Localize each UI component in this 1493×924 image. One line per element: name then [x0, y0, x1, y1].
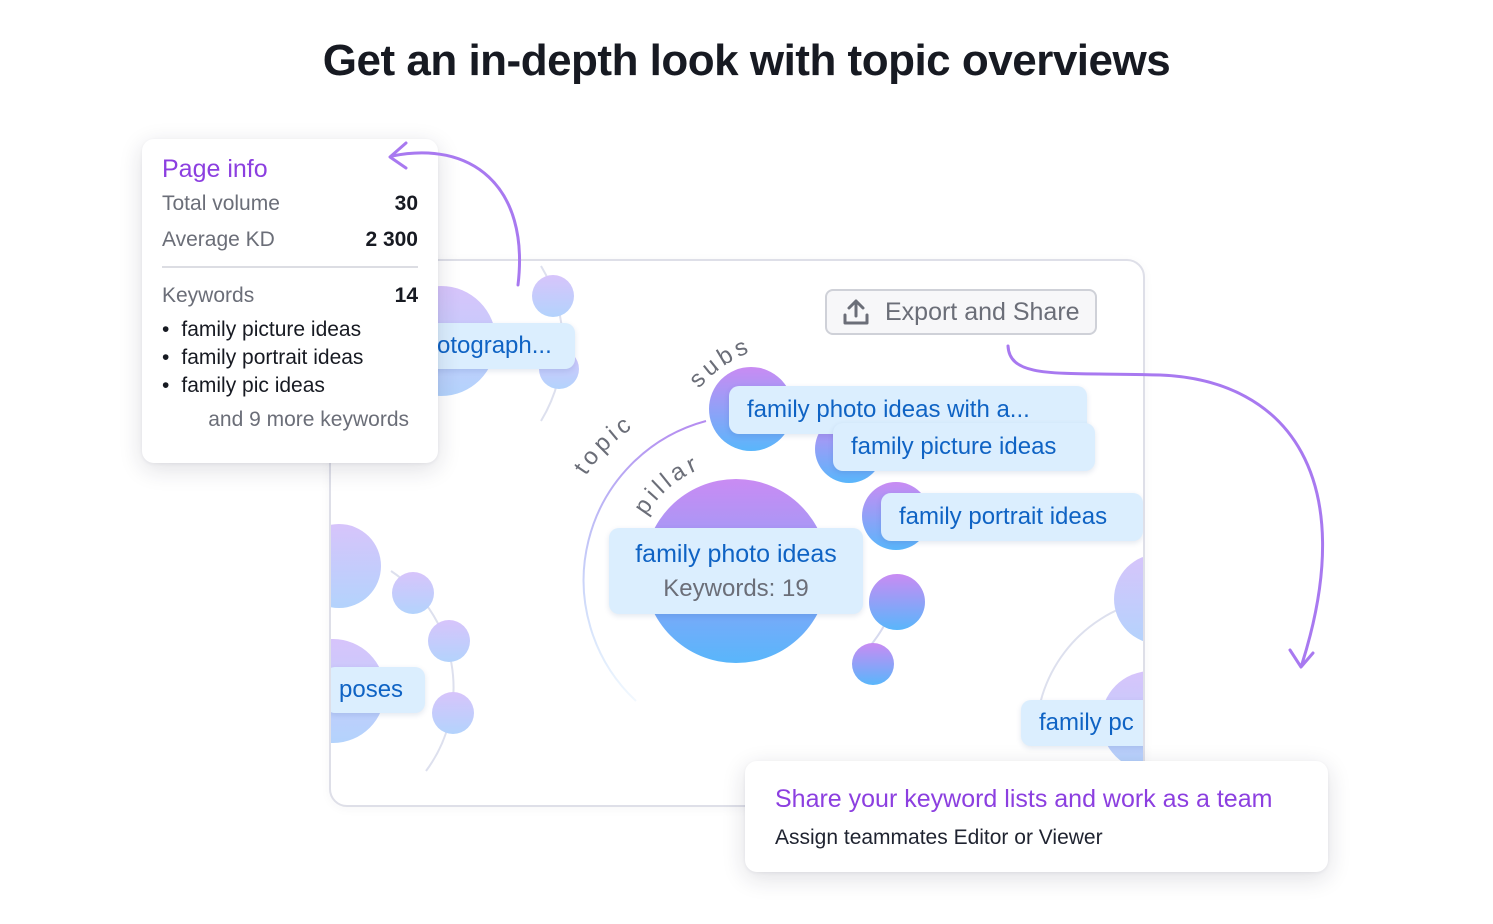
arrowhead-icon: [1288, 648, 1315, 669]
average-kd-row: Average KD 2 300: [162, 228, 418, 252]
share-subtitle: Assign teammates Editor or Viewer: [775, 826, 1103, 849]
share-card: Share your keyword lists and work as a t…: [745, 761, 1328, 872]
list-item: family pic ideas: [162, 372, 418, 400]
pillar-keyword-count: Keywords: 19: [663, 575, 809, 602]
pillar-title: family photo ideas: [635, 540, 837, 568]
subtopic-bubble[interactable]: [852, 643, 894, 685]
page-info-title: Page info: [162, 155, 268, 183]
upload-icon: [843, 299, 869, 325]
total-volume-label: Total volume: [162, 192, 280, 215]
cluster-bubble[interactable]: [532, 275, 574, 317]
keywords-label: Keywords: [162, 284, 255, 307]
subtopic-bubble[interactable]: [869, 574, 925, 630]
node-label-poses[interactable]: poses: [331, 667, 425, 713]
export-button-label: Export and Share: [885, 297, 1080, 326]
page-info-card: Page info Total volume 30 Average KD 2 3…: [142, 139, 438, 463]
keywords-row: Keywords 14: [162, 284, 418, 308]
topic-ring: [582, 420, 707, 702]
list-item: family portrait ideas: [162, 344, 418, 372]
keywords-count: 14: [394, 284, 418, 307]
cluster-bubble[interactable]: [428, 620, 470, 662]
total-volume-value: 30: [394, 192, 418, 215]
pillar-label[interactable]: family photo ideas Keywords: 19: [609, 528, 863, 614]
more-keywords-link[interactable]: and 9 more keywords: [208, 408, 409, 431]
node-label-photograph[interactable]: otograph...: [419, 323, 575, 369]
keyword-list: family picture ideas family portrait ide…: [162, 316, 418, 400]
node-label-portrait-ideas[interactable]: family portrait ideas: [881, 493, 1143, 541]
cluster-bubble[interactable]: [432, 692, 474, 734]
page-headline: Get an in-depth look with topic overview…: [322, 36, 1171, 85]
divider: [162, 266, 418, 268]
cluster-bubble[interactable]: [392, 572, 434, 614]
cluster-bubble[interactable]: [331, 524, 381, 608]
share-title: Share your keyword lists and work as a t…: [775, 785, 1273, 813]
average-kd-value: 2 300: [365, 228, 418, 251]
average-kd-label: Average KD: [162, 228, 275, 251]
list-item: family picture ideas: [162, 316, 418, 344]
node-label-picture-ideas[interactable]: family picture ideas: [833, 423, 1095, 471]
topic-map-card[interactable]: topic subs pillar: [329, 259, 1145, 807]
export-and-share-button[interactable]: Export and Share: [825, 289, 1097, 335]
node-label-family-pc[interactable]: family pc: [1021, 700, 1143, 746]
cluster-bubble[interactable]: [1114, 554, 1143, 644]
total-volume-row: Total volume 30: [162, 192, 418, 216]
